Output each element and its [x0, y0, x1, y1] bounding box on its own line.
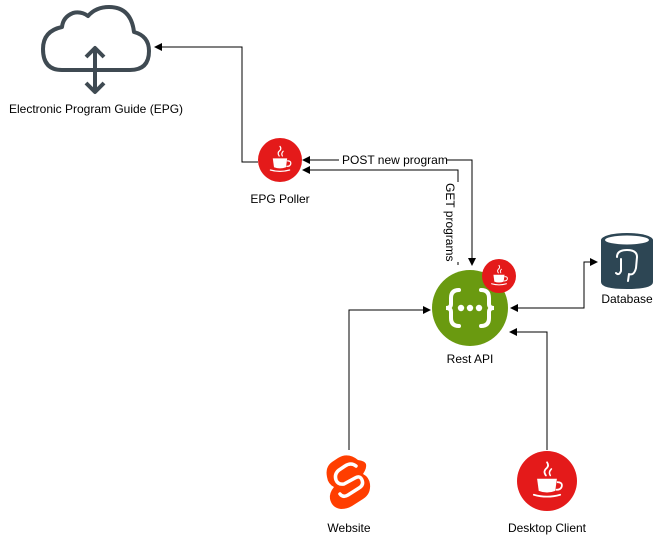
website-node: Website — [326, 455, 371, 535]
edge-label-post: POST new program — [342, 153, 448, 167]
rest-api-label: Rest API — [447, 352, 494, 366]
database-node: Database — [601, 233, 653, 306]
epg-poller-node: EPG Poller — [250, 138, 310, 206]
epg-poller-label: EPG Poller — [250, 192, 309, 206]
cloud-upload-download-icon — [41, 5, 151, 94]
epg-label: Electronic Program Guide (EPG) — [9, 102, 183, 116]
website-label: Website — [327, 521, 370, 535]
java-badge-icon — [482, 259, 516, 293]
java-icon — [517, 451, 577, 511]
desktop-client-label: Desktop Client — [508, 521, 587, 535]
database-label: Database — [601, 292, 653, 306]
edge-label-get: GET programs — [443, 183, 457, 261]
epg-node: Electronic Program Guide (EPG) — [9, 5, 183, 116]
edge-desktop-to-api — [509, 328, 548, 450]
java-icon — [258, 138, 302, 182]
edge-post-new-program: POST new program — [302, 152, 476, 266]
edge-website-to-api — [348, 306, 431, 450]
edge-get-programs: GET programs — [302, 166, 459, 265]
edge-api-to-database — [510, 258, 598, 312]
postgresql-database-icon — [601, 233, 653, 289]
rest-api-node: Rest API — [432, 259, 516, 366]
desktop-client-node: Desktop Client — [508, 451, 587, 535]
edge-poller-to-epg — [154, 43, 258, 163]
svelte-icon — [326, 455, 371, 509]
